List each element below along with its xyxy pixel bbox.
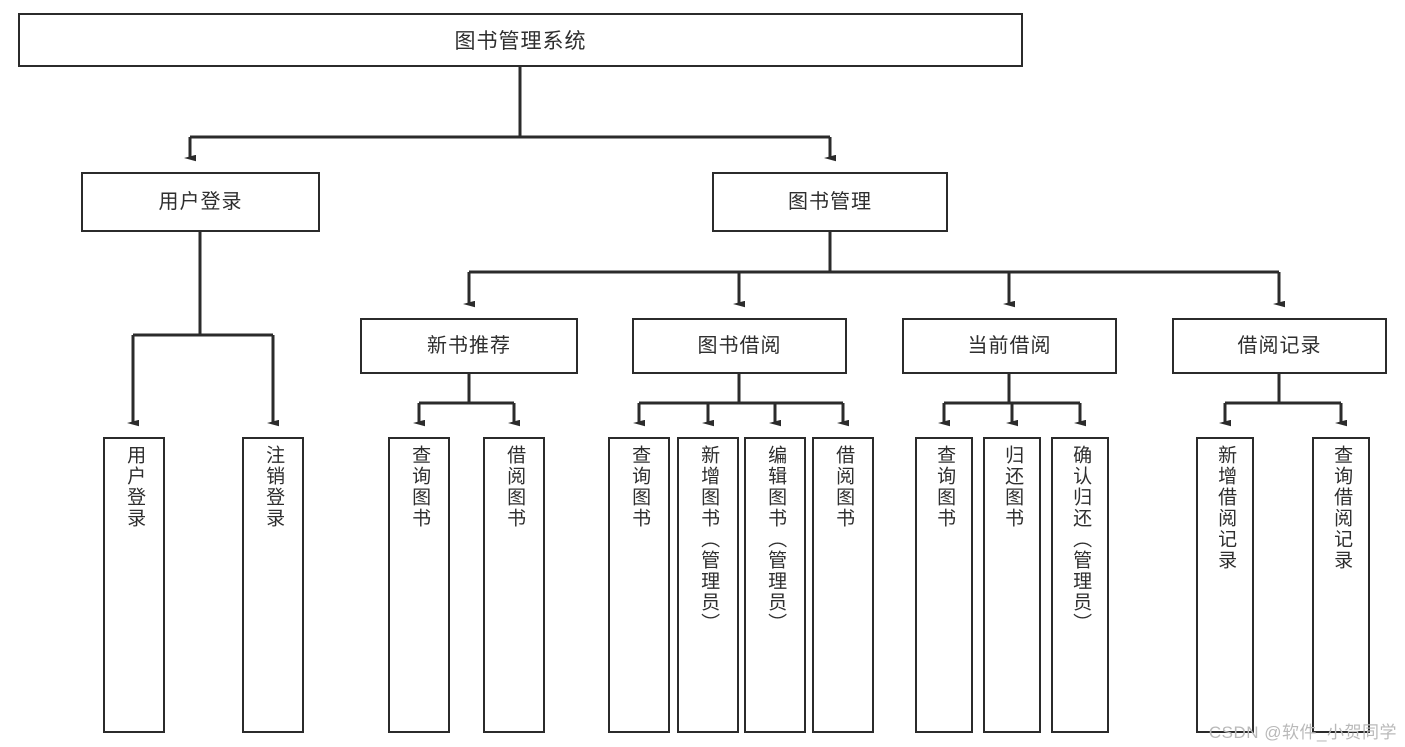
node-leaf-confirm-return-label: 确认归还（管理员） — [1070, 445, 1092, 634]
node-leaf-query-record[interactable]: 查询借阅记录 — [1312, 437, 1370, 733]
node-leaf-logout[interactable]: 注销登录 — [242, 437, 304, 733]
node-borrow-record[interactable]: 借阅记录 — [1172, 318, 1387, 374]
node-leaf-borrow-book-rec-label: 借阅图书 — [504, 445, 526, 529]
node-leaf-query-book-rec[interactable]: 查询图书 — [388, 437, 450, 733]
node-book-borrow-label: 图书借阅 — [697, 335, 782, 357]
node-leaf-edit-book-label: 编辑图书（管理员） — [765, 445, 787, 634]
node-leaf-add-book-label: 新增图书（管理员） — [698, 445, 720, 634]
node-leaf-borrow-book-rec[interactable]: 借阅图书 — [483, 437, 545, 733]
node-user-login[interactable]: 用户登录 — [81, 172, 320, 232]
node-leaf-borrow-book-label: 借阅图书 — [833, 445, 855, 529]
node-root-label: 图书管理系统 — [454, 30, 587, 53]
node-leaf-add-record[interactable]: 新增借阅记录 — [1196, 437, 1254, 733]
node-leaf-confirm-return[interactable]: 确认归还（管理员） — [1051, 437, 1109, 733]
node-borrow-record-label: 借阅记录 — [1237, 335, 1322, 357]
node-leaf-add-record-label: 新增借阅记录 — [1215, 445, 1237, 571]
node-current-borrow-label: 当前借阅 — [967, 335, 1052, 357]
node-leaf-query-book-borrow[interactable]: 查询图书 — [608, 437, 670, 733]
node-leaf-query-book-borrow-label: 查询图书 — [629, 445, 651, 529]
node-leaf-add-book[interactable]: 新增图书（管理员） — [677, 437, 739, 733]
node-root[interactable]: 图书管理系统 — [18, 13, 1023, 67]
node-new-book-rec[interactable]: 新书推荐 — [360, 318, 578, 374]
node-leaf-user-login-label: 用户登录 — [124, 445, 146, 529]
node-leaf-return-book-label: 归还图书 — [1002, 445, 1024, 529]
node-leaf-return-book[interactable]: 归还图书 — [983, 437, 1041, 733]
node-book-manage-label: 图书管理 — [788, 191, 872, 213]
node-new-book-rec-label: 新书推荐 — [427, 335, 511, 357]
node-leaf-user-login[interactable]: 用户登录 — [103, 437, 165, 733]
node-leaf-query-book-cur[interactable]: 查询图书 — [915, 437, 973, 733]
node-leaf-logout-label: 注销登录 — [263, 445, 285, 529]
node-book-manage[interactable]: 图书管理 — [712, 172, 948, 232]
node-book-borrow[interactable]: 图书借阅 — [632, 318, 847, 374]
node-current-borrow[interactable]: 当前借阅 — [902, 318, 1117, 374]
node-leaf-query-book-rec-label: 查询图书 — [409, 445, 431, 529]
node-leaf-edit-book[interactable]: 编辑图书（管理员） — [744, 437, 806, 733]
node-leaf-query-record-label: 查询借阅记录 — [1331, 445, 1353, 571]
node-leaf-borrow-book[interactable]: 借阅图书 — [812, 437, 874, 733]
node-leaf-query-book-cur-label: 查询图书 — [934, 445, 956, 529]
node-user-login-label: 用户登录 — [158, 191, 243, 213]
